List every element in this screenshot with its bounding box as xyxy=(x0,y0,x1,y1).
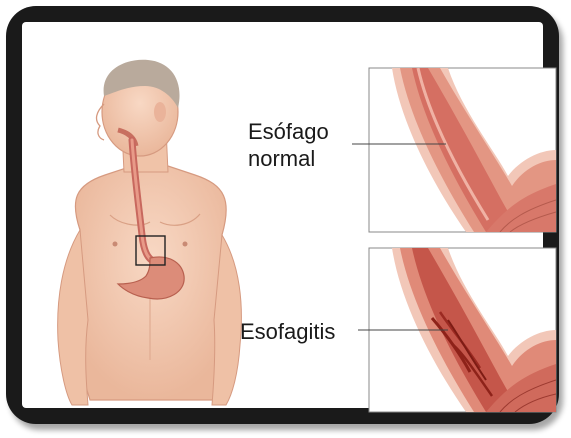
esofagitis-panel xyxy=(358,248,556,412)
label-normal-line2: normal xyxy=(248,145,329,172)
label-normal-line1: Esófago xyxy=(248,118,329,145)
label-esofagitis: Esofagitis xyxy=(240,318,335,345)
normal-esophagus-panel xyxy=(352,68,556,232)
label-normal-esophagus: Esófago normal xyxy=(248,118,329,172)
